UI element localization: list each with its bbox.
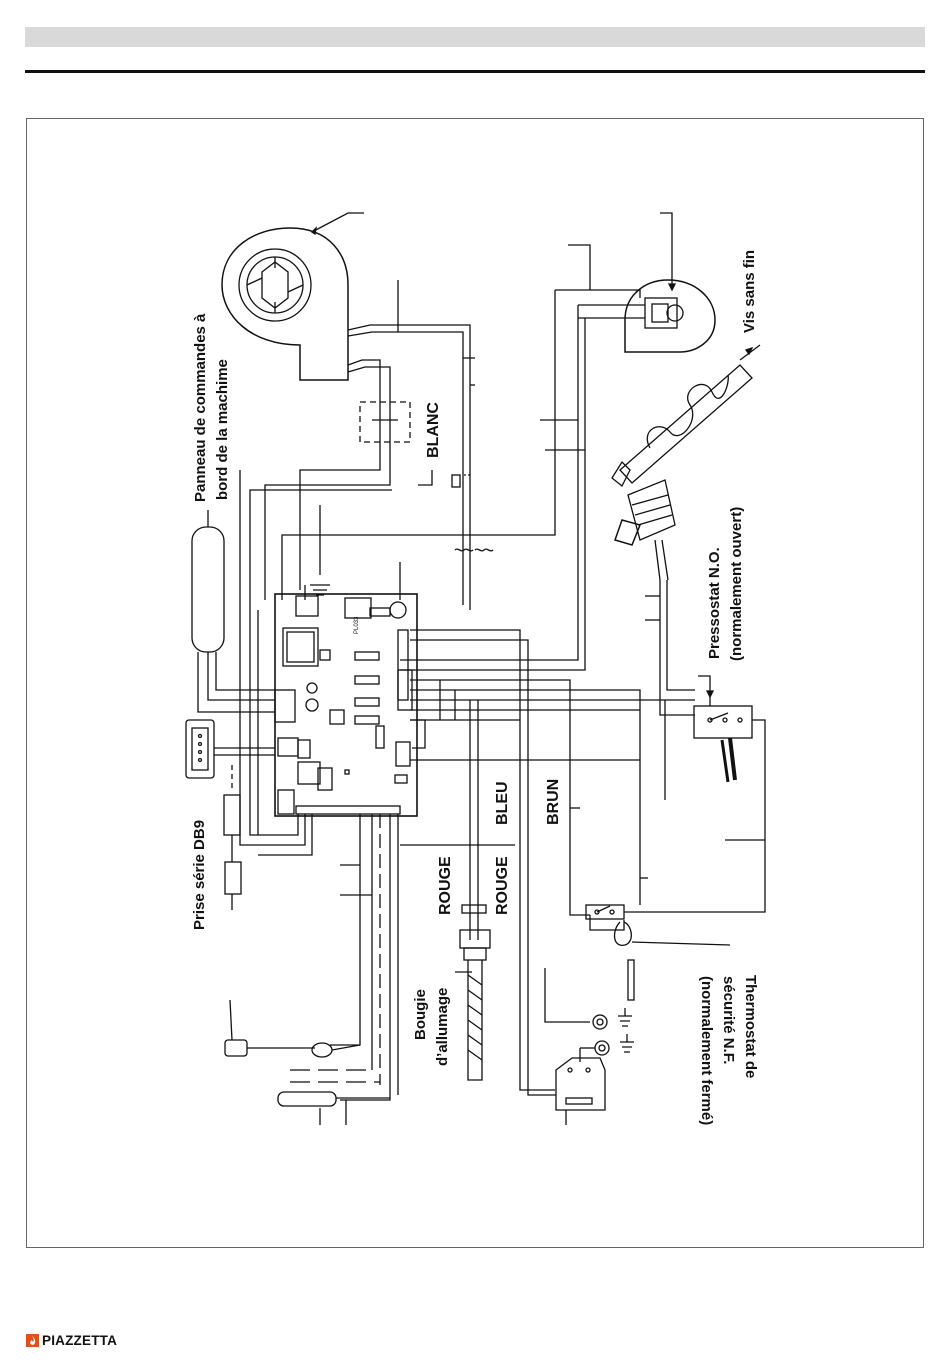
thermostat-label-line2: sécurité N.F. (720, 976, 737, 1064)
auger-label: Vis sans fin (741, 250, 758, 333)
igniter-icon (460, 930, 490, 1080)
control-panel-label-line2: bord de la machime (214, 359, 231, 500)
pressure-switch-icon (694, 706, 752, 738)
pressure-switch-label-line2: (normalement ouvert) (728, 507, 745, 661)
board-model-label: PL033 (354, 616, 360, 634)
igniter-label-line2: d’allumage (434, 988, 451, 1066)
brand-logo: PIAZZETTA (26, 1330, 117, 1350)
control-panel-label-line1: Panneau de commandes à (192, 313, 209, 502)
auger-motor-icon (625, 280, 715, 352)
auger-screw-icon (612, 345, 760, 486)
serial-port-label: Prise série DB9 (191, 820, 208, 930)
blue-wire-label: BLEU (494, 781, 511, 825)
brand-flame-icon (26, 1334, 39, 1347)
white-wire-label: BLANC (425, 402, 442, 458)
fan-motor-icon (222, 228, 348, 380)
control-panel-icon (192, 527, 224, 652)
brand-name: PIAZZETTA (42, 1333, 117, 1348)
main-board-pl033-icon (275, 594, 417, 816)
serial-port-db9-icon (186, 720, 214, 778)
safety-thermostat-icon (586, 905, 634, 1000)
thermostat-label-line1: Thermostat de (742, 975, 759, 1078)
igniter-label-line1: Bougie (412, 989, 429, 1040)
red-wire-2-label: ROUGE (494, 856, 511, 915)
pressure-switch-label-line1: Pressostat N.O. (706, 547, 723, 659)
brown-wire-label: BRUN (545, 779, 562, 825)
pressure-hose-icon (615, 480, 675, 580)
thermostat-label-line3: (normalement fermé) (698, 976, 715, 1125)
red-wire-1-label: ROUGE (437, 856, 454, 915)
